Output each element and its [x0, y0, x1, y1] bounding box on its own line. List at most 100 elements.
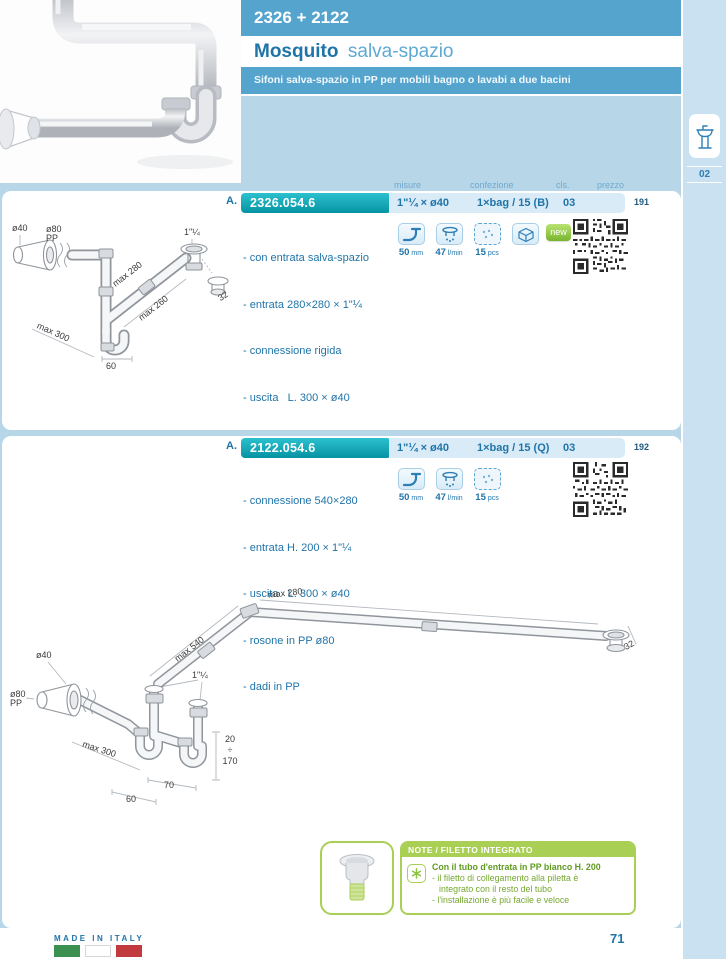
spec-unit: mm: [411, 250, 424, 257]
footer-strip: MADE IN ITALY 71: [0, 928, 681, 959]
drain-flow-icon: [436, 468, 463, 490]
carton-box-icon: [512, 223, 539, 245]
feature-item: - entrata H. 200 × 1"¼: [243, 541, 352, 554]
space-saver-pipe-icon: [398, 468, 425, 490]
spec-value: 15: [475, 492, 486, 503]
dim-label-height-range: 20÷170: [220, 734, 240, 767]
note-box: NOTE / FILETTO INTEGRATO Con il tubo d'e…: [400, 841, 636, 915]
spec-value: 47: [435, 492, 446, 503]
feature-item: - connessione rigida: [243, 345, 342, 357]
flag-white-block: [85, 945, 111, 957]
range-from: 20: [224, 734, 235, 744]
sidebar: 02: [683, 0, 726, 959]
product-code-badge: 2122.054.6: [241, 438, 391, 458]
col-header-cls: cls.: [556, 180, 570, 190]
feature-item: - uscita L. 300 × ø40: [243, 588, 350, 600]
qr-code: [573, 219, 628, 274]
inlet-pipe-photo: [339, 854, 375, 901]
spec-label-pack: 15 pcs: [469, 247, 505, 258]
spec-unit: mm: [411, 495, 424, 502]
cls-value: 03: [563, 442, 576, 454]
feature-item: - rosone in PP ø80: [243, 634, 335, 647]
feature-item: - connessione 540×280: [243, 495, 358, 507]
page-number: 71: [610, 931, 625, 946]
feature-item: - dadi in PP: [243, 681, 300, 693]
feature-item: - entrata 280×280 × 1"¼: [243, 298, 362, 311]
row-letter: A.: [226, 195, 237, 207]
note-line: - l'installazione è più facile e veloce: [432, 895, 570, 905]
drawing-linework: [12, 235, 229, 362]
product-card-2326: A. 2326.054.6 1"¼ × ø40 1×bag / 15 (B) 0…: [2, 191, 681, 497]
spec-label-flowrate: 47 l/min: [431, 247, 467, 258]
col-header-confezione: confezione: [470, 180, 514, 190]
misure-value: 1"¼ × ø40: [397, 442, 449, 454]
cls-value: 03: [563, 197, 576, 209]
bag-pack-icon: [474, 468, 501, 490]
product-card-2122: A. 2122.054.6 1"¼ × ø40 1×bag / 15 (Q) 0…: [2, 436, 681, 928]
range-to: 170: [222, 756, 238, 766]
catalog-code: 2326 + 2122: [254, 8, 350, 27]
drawing-linework: [25, 599, 637, 805]
misure-value: 1"¼ × ø40: [397, 197, 449, 209]
spec-unit: l/min: [447, 250, 463, 257]
subtitle-band: Sifoni salva-spazio in PP per mobili bag…: [241, 67, 681, 94]
spec-strip: 1"¼ × ø40 1×bag / 15 (B) 03: [389, 193, 625, 213]
spec-value: 47: [435, 247, 446, 258]
dim-label-70: 70: [164, 780, 175, 790]
spec-label-flowrate: 47 l/min: [431, 492, 467, 503]
product-photo-render: [0, 0, 233, 169]
row-letter: A.: [226, 440, 237, 452]
spec-value: 50: [398, 492, 410, 503]
bag-pack-icon: [474, 223, 501, 245]
dim-d80-line1: ø80: [10, 689, 26, 699]
header-divider: [241, 94, 681, 96]
space-saver-pipe-icon: [398, 223, 425, 245]
col-header-misure: misure: [394, 180, 422, 190]
spec-unit: l/min: [447, 495, 463, 502]
dim-d80-line2: PP: [10, 698, 23, 708]
feature-item: - uscita L. 300 × ø40: [243, 391, 350, 404]
product-title-band: Mosquito salva-spazio: [241, 36, 681, 67]
spec-label-diameter: 50 mm: [393, 492, 429, 503]
washbasin-icon: [695, 125, 714, 149]
feature-item: - con entrata salva-spazio: [243, 252, 369, 264]
product-subtitle: Sifoni salva-spazio in PP per mobili bag…: [254, 74, 571, 86]
confezione-value: 1×bag / 15 (B): [477, 197, 549, 209]
drain-flow-icon: [436, 223, 463, 245]
dim-d80-line1: ø80: [46, 224, 62, 234]
dim-d80-line2: PP: [46, 233, 59, 243]
note-line: integrato con il resto del tubo: [439, 884, 552, 894]
made-in-italy-label: MADE IN ITALY: [54, 934, 145, 943]
note-line: - il filetto di collegamento alla pilett…: [432, 873, 579, 883]
spec-unit: pcs: [487, 495, 499, 502]
section-number-tab: 02: [687, 166, 722, 183]
feature-list: - connessione 540×280 - entrata H. 200 ×…: [243, 463, 358, 727]
product-code-badge: 2326.054.6: [241, 193, 391, 213]
product-name-suffix: salva-spazio: [347, 41, 454, 62]
confezione-value: 1×bag / 15 (Q): [477, 442, 550, 454]
note-thumbnail: [320, 841, 394, 915]
dim-label-60: 60: [126, 794, 137, 804]
new-badge: new: [546, 224, 571, 241]
dim-label-inch: 1"¼: [184, 227, 200, 237]
product-photo: [0, 0, 241, 183]
asterisk-icon: [407, 864, 426, 883]
range-divider: ÷: [227, 745, 233, 755]
note-body: Con il tubo d'entrata in PP bianco H. 20…: [402, 857, 634, 906]
page-ref: 191: [634, 197, 650, 207]
sidebar-divider: [681, 0, 683, 959]
spec-label-pack: 15 pcs: [469, 492, 505, 503]
spec-label-diameter: 50 mm: [393, 247, 429, 258]
dim-label-60: 60: [106, 361, 117, 371]
dim-label-inch: 1"¼: [192, 670, 208, 680]
note-title-bar: NOTE / FILETTO INTEGRATO: [402, 843, 634, 857]
spec-unit: pcs: [487, 250, 499, 257]
header-code-band: 2326 + 2122: [241, 0, 681, 36]
dim-label-d40: ø40: [12, 223, 28, 233]
flag-red-block: [116, 945, 142, 957]
product-name: Mosquito: [254, 41, 339, 62]
